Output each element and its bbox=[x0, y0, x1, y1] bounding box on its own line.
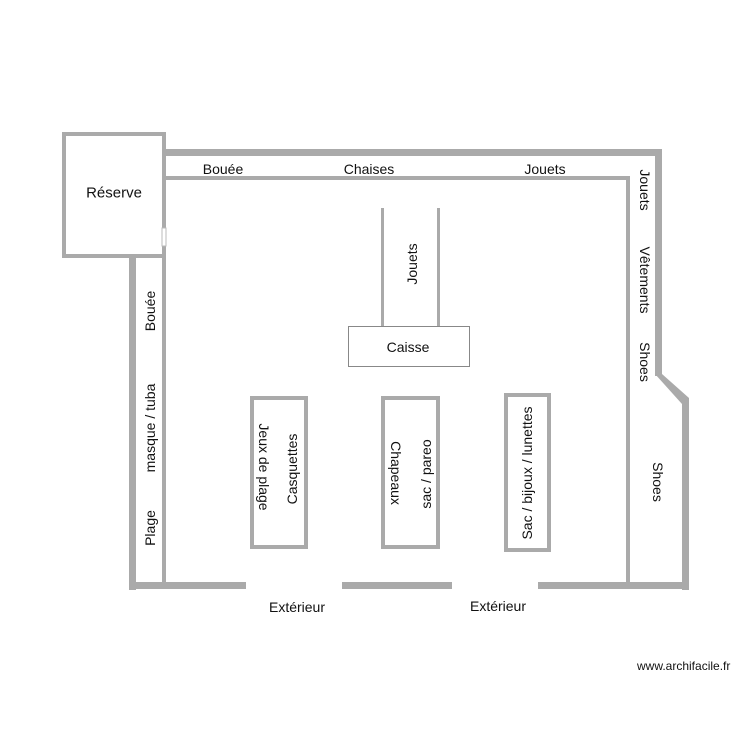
top-shelf-label-1: Bouée bbox=[202, 161, 244, 177]
left-shelf-label-1: Bouée bbox=[142, 290, 158, 332]
top-shelf-label-2: Chaises bbox=[343, 161, 395, 177]
top-inner-wall bbox=[164, 176, 630, 180]
display-1-label-2: Casquettes bbox=[284, 433, 300, 505]
center-aisle-left-wall bbox=[381, 208, 384, 326]
bottom-wall-right bbox=[538, 582, 689, 589]
right-outer-wall-lower bbox=[682, 398, 689, 590]
display-2-label-2: sac / pareo bbox=[418, 439, 434, 509]
right-inner-wall bbox=[626, 176, 630, 584]
reserve-door bbox=[161, 227, 167, 247]
center-aisle-label: Jouets bbox=[404, 243, 420, 285]
left-shelf-label-3: Plage bbox=[142, 510, 158, 546]
checkout-counter bbox=[348, 326, 470, 367]
display-1 bbox=[250, 396, 308, 549]
center-aisle-right-wall bbox=[437, 208, 440, 326]
left-inner-wall bbox=[162, 256, 166, 586]
display-1-label-1: Jeux de plage bbox=[256, 423, 272, 511]
reserve-room bbox=[62, 132, 166, 258]
right-shelf-label-3: Shoes bbox=[637, 342, 653, 382]
left-outer-wall bbox=[129, 256, 136, 590]
right-room-label: Shoes bbox=[650, 462, 666, 502]
right-shelf-label-1: Jouets bbox=[637, 169, 653, 211]
reserve-label: Réserve bbox=[86, 184, 142, 202]
right-outer-wall-diagonal bbox=[655, 374, 689, 404]
bottom-wall-middle bbox=[342, 582, 452, 589]
display-2 bbox=[381, 396, 440, 549]
bottom-wall-left bbox=[129, 582, 246, 589]
display-2-label-1: Chapeaux bbox=[388, 441, 404, 505]
right-shelf-label-2: Vêtements bbox=[637, 246, 653, 314]
left-shelf-label-2: masque / tuba bbox=[142, 383, 158, 473]
exit-label-2: Extérieur bbox=[469, 598, 527, 614]
display-3 bbox=[504, 393, 551, 552]
exit-label-1: Extérieur bbox=[268, 599, 326, 615]
watermark: www.archifacile.fr bbox=[637, 659, 731, 673]
top-shelf-label-3: Jouets bbox=[524, 161, 566, 177]
top-outer-wall bbox=[164, 149, 662, 156]
display-3-label: Sac / bijoux / lunettes bbox=[519, 406, 535, 540]
checkout-label: Caisse bbox=[386, 339, 430, 355]
right-outer-wall-upper bbox=[655, 149, 662, 376]
